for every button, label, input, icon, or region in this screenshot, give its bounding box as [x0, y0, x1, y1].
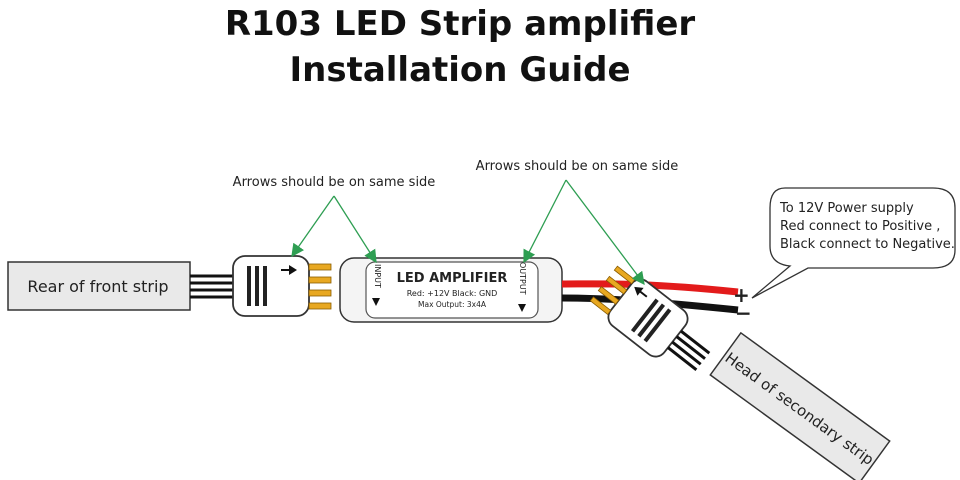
head-secondary-strip: Head of secondary strip	[709, 331, 891, 480]
input-arrow-icon	[372, 298, 380, 306]
title-line-1: R103 LED Strip amplifier	[224, 4, 696, 44]
arrow-note-left: Arrows should be on same side	[233, 175, 436, 264]
right-connector	[589, 265, 711, 371]
power-callout: To 12V Power supply Red connect to Posit…	[733, 187, 956, 325]
title-line-2: Installation Guide	[289, 50, 631, 90]
power-callout-line-3: Black connect to Negative.	[780, 237, 955, 252]
amplifier-input-label: INPUT	[373, 264, 382, 288]
plus-sign: +	[733, 283, 750, 307]
power-callout-line-2: Red connect to Positive ,	[780, 219, 940, 234]
power-callout-line-1: To 12V Power supply	[779, 201, 914, 216]
left-connector	[232, 255, 332, 317]
amplifier-name: LED AMPLIFIER	[397, 271, 508, 286]
right-connector-arrow-icon	[634, 286, 644, 296]
arrow-note-left-text: Arrows should be on same side	[233, 175, 436, 190]
amplifier-spec-1: Red: +12V Black: GND	[407, 289, 498, 298]
minus-sign: −	[735, 301, 752, 325]
left-connector-arrow-icon	[289, 265, 297, 275]
led-amplifier: LED AMPLIFIER Red: +12V Black: GND Max O…	[339, 257, 563, 323]
arrow-note-right-text: Arrows should be on same side	[476, 159, 679, 174]
arrow-note-right: Arrows should be on same side	[476, 159, 679, 286]
output-arrow-icon	[518, 304, 526, 312]
amplifier-output-label: OUTPUT	[518, 262, 527, 295]
rear-front-strip: Rear of front strip	[7, 261, 235, 311]
rear-strip-label: Rear of front strip	[27, 277, 168, 296]
head-strip-label: Head of secondary strip	[722, 349, 878, 469]
amplifier-spec-2: Max Output: 3x4A	[418, 300, 487, 309]
